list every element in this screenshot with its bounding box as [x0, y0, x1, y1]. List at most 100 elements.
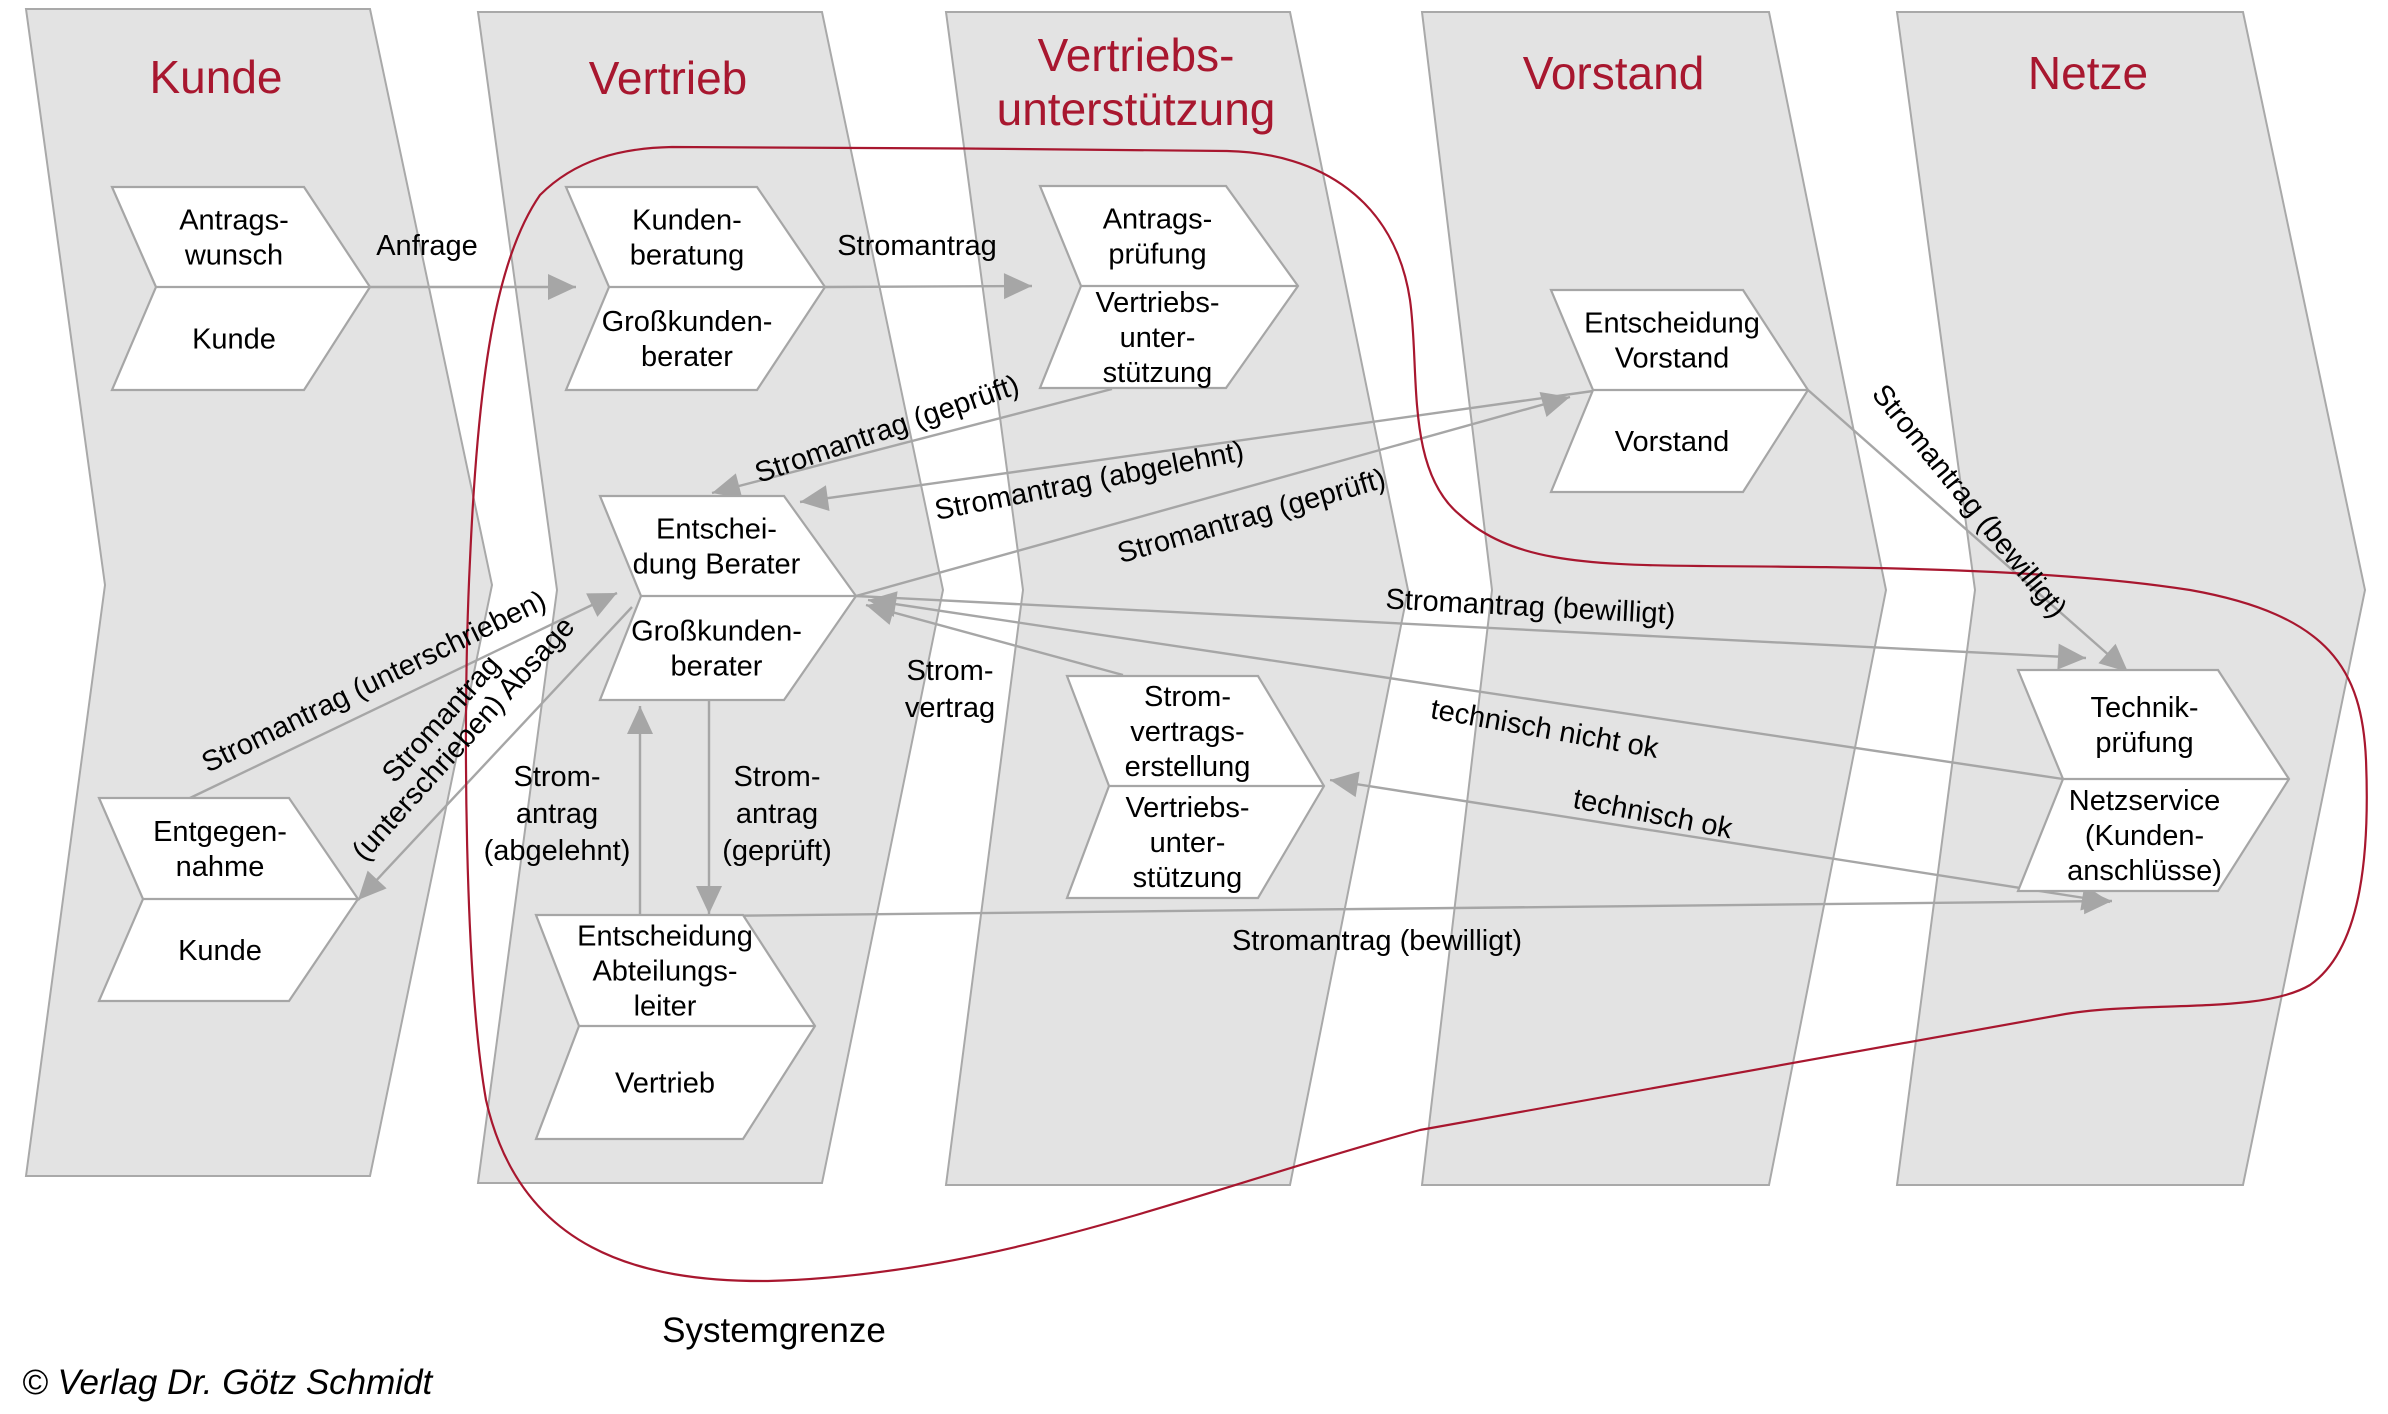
flow-label-stromantrag: Stromantrag	[837, 230, 997, 262]
flow-line	[867, 598, 2064, 781]
process-role-text: Vertriebs-	[1125, 792, 1249, 824]
arrow-head-icon	[586, 593, 617, 617]
process-role-text: stützung	[1103, 357, 1213, 389]
arrow-head-icon	[2098, 643, 2128, 672]
copyright-notice: © Verlag Dr. Götz Schmidt	[22, 1363, 434, 1402]
flow-label-line: Anfrage	[376, 230, 478, 262]
flow-line	[1329, 778, 2111, 904]
flow-line	[711, 387, 1113, 495]
flow-stromantrag-abgelehnt-vorstand[interactable]	[799, 389, 1594, 511]
arrow-head-icon	[712, 473, 743, 499]
process-role-text: unter-	[1150, 827, 1226, 859]
flow-line	[824, 284, 1033, 289]
process-activity-text: dung Berater	[633, 549, 801, 581]
process-activity-text: Antrags-	[179, 205, 289, 237]
flow-label-line: Stromantrag	[837, 230, 997, 262]
swimlane-vertriebsunterstuetzung: Vertriebs-unterstützung	[944, 11, 1410, 1186]
flow-stromantrag-bewilligt-al[interactable]	[705, 888, 2113, 918]
flow-label-stromantrag-geprueft-al: Strom-antrag (geprüft)	[722, 761, 832, 867]
flow-label-line: antrag	[516, 798, 598, 830]
process-activity-text: Technik-	[2091, 692, 2199, 724]
flow-stromantrag-geprueft-2[interactable]	[855, 391, 1571, 598]
flow-anfrage[interactable]	[370, 274, 576, 300]
process-role-text: Vertriebs-	[1095, 287, 1219, 319]
process-stromvertragserstellung[interactable]: Strom-vertrags-erstellungVertriebs-unter…	[1065, 674, 1326, 900]
arrow-head-icon	[2083, 888, 2112, 915]
process-role-text: anschlüsse)	[2067, 855, 2222, 887]
arrow-head-icon	[866, 599, 897, 625]
process-activity-text: Abteilungs-	[592, 956, 737, 988]
arrow-head-icon	[627, 706, 653, 734]
flow-line	[357, 606, 633, 901]
flow-stromantrag-unterschrieben[interactable]	[189, 591, 618, 800]
flow-label-anfrage: Anfrage	[376, 230, 478, 262]
flow-label-line: Strom-	[514, 761, 601, 793]
flow-label-line: (geprüft)	[722, 835, 832, 867]
process-activity-text: nahme	[176, 851, 265, 883]
swimlane-netze: Netze	[1895, 11, 2367, 1186]
flow-stromantrag-geprueft-1[interactable]	[711, 387, 1113, 499]
arrow-head-icon	[1003, 273, 1032, 300]
process-role-text: Vorstand	[1615, 426, 1729, 458]
arrow-head-icon	[358, 870, 387, 900]
system-boundary-label: Systemgrenze	[662, 1311, 886, 1350]
process-activity-text: erstellung	[1125, 751, 1251, 783]
process-activity-text: Vorstand	[1615, 343, 1729, 375]
swimlane-shape	[944, 11, 1410, 1186]
flow-label-stromantrag-bewilligt-al: Stromantrag (bewilligt)	[1232, 925, 1522, 957]
arrow-head-icon	[2057, 643, 2086, 670]
process-role-text: berater	[671, 651, 763, 683]
flow-label-line: vertrag	[905, 692, 995, 724]
process-activity-text: Kunden-	[632, 205, 742, 237]
flow-line	[189, 591, 618, 800]
swimlane-vorstand: Vorstand	[1420, 11, 1888, 1186]
flow-stromantrag[interactable]	[824, 273, 1033, 300]
process-activity-text: prüfung	[1108, 239, 1206, 271]
flow-absage[interactable]	[357, 606, 633, 901]
arrow-head-icon	[696, 886, 722, 914]
flow-stromvertrag[interactable]	[865, 599, 1124, 677]
flow-line	[865, 603, 1124, 677]
process-role-text: Netzservice	[2069, 785, 2221, 817]
process-activity-text: Entgegen-	[153, 816, 287, 848]
process-role-text: Großkunden-	[602, 306, 773, 338]
process-role-text: Kunde	[178, 935, 262, 967]
process-technikpruefung[interactable]: Technik-prüfungNetzservice(Kunden-anschl…	[2016, 668, 2291, 893]
process-activity-text: vertrags-	[1130, 716, 1244, 748]
flow-label-stromvertrag: Strom-vertrag	[905, 655, 995, 724]
process-activity-text: Antrags-	[1103, 204, 1213, 236]
flow-label-stromantrag-abgelehnt-al: Strom-antrag(abgelehnt)	[484, 761, 631, 867]
flow-line	[855, 594, 2087, 660]
flows	[189, 273, 2129, 918]
swimlane-title: Vorstand	[1523, 47, 1705, 99]
flow-stromantrag-bewilligt-berater[interactable]	[855, 594, 2087, 670]
arrow-head-icon	[800, 485, 830, 511]
process-role-text: Großkunden-	[631, 616, 802, 648]
flow-label-line: Strom-	[734, 761, 821, 793]
process-activity-text: leiter	[634, 991, 697, 1023]
process-role-text: Vertrieb	[615, 1068, 715, 1100]
flow-stromantrag-abgelehnt-al[interactable]	[627, 706, 653, 915]
process-role-text: stützung	[1133, 862, 1243, 894]
arrow-head-icon	[1539, 391, 1570, 418]
process-activity-text: Entscheidung	[1584, 308, 1760, 340]
flow-stromantrag-geprueft-al[interactable]	[696, 700, 722, 914]
process-activity-text: Strom-	[1144, 681, 1231, 713]
flow-line	[1807, 389, 2129, 673]
flow-stromantrag-bewilligt-vorstand[interactable]	[1807, 389, 2129, 673]
flow-label-line: antrag	[736, 798, 818, 830]
swimlane-title: Netze	[2028, 47, 2148, 99]
process-role-text: berater	[641, 341, 733, 373]
process-activity-text: prüfung	[2095, 727, 2193, 759]
system-boundary	[464, 145, 2368, 1283]
swimlane-shape	[1895, 11, 2367, 1186]
